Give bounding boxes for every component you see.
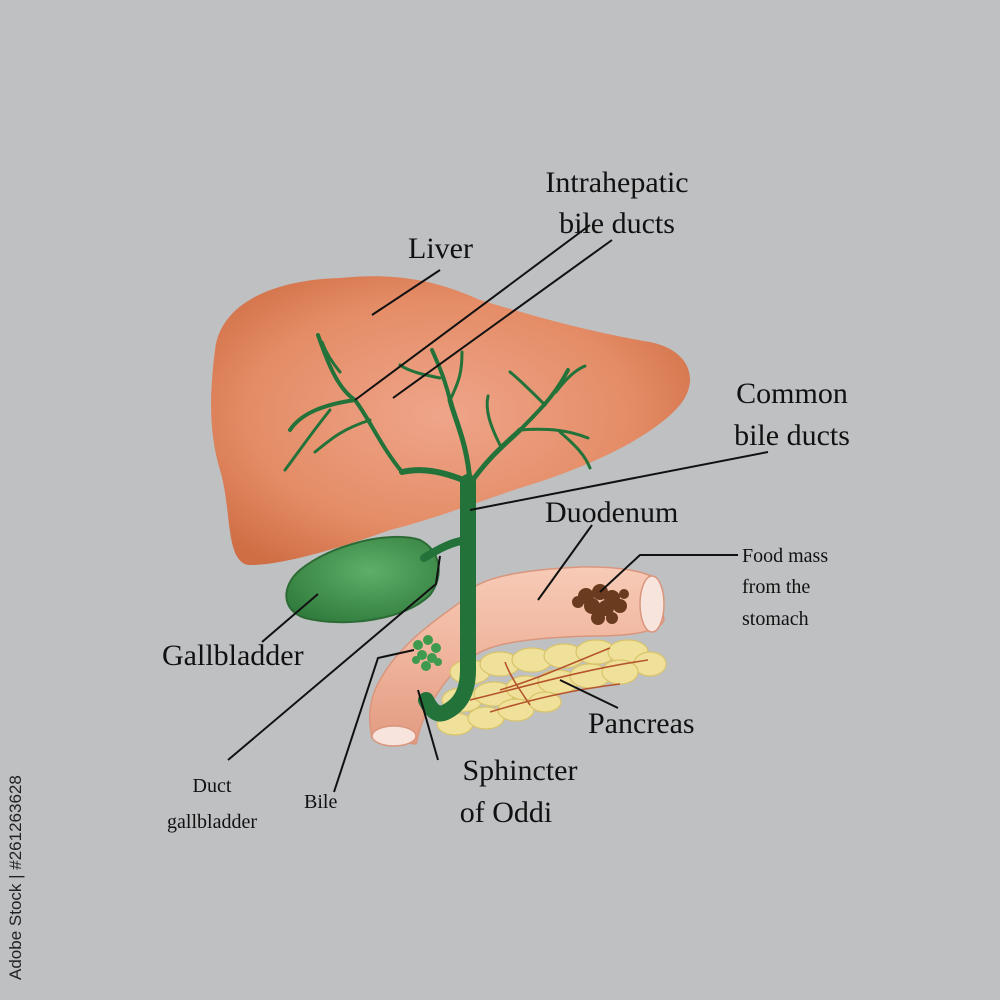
leader-duodenum — [537, 524, 593, 601]
stock-id-text: Adobe Stock | #261263628 — [6, 775, 25, 980]
label-bile: Bile — [304, 791, 337, 813]
label-duct-2: gallbladder — [167, 811, 257, 833]
label-food-2: from the — [742, 576, 810, 598]
liver-shape — [211, 276, 690, 566]
label-intrahepatic-1: Intrahepatic — [545, 166, 688, 199]
label-pancreas: Pancreas — [588, 707, 695, 740]
leader-pancreas — [559, 679, 619, 709]
label-food-1: Food mass — [742, 545, 828, 567]
duodenum-end-upper — [639, 575, 665, 633]
label-liver: Liver — [408, 232, 473, 265]
label-sphincter-1: Sphincter — [463, 754, 578, 787]
label-duodenum: Duodenum — [545, 496, 678, 529]
food-mass — [572, 584, 629, 625]
leader-lines — [227, 224, 769, 793]
leader-gallbladder — [261, 593, 319, 643]
label-food-3: stomach — [742, 608, 809, 630]
label-common-1: Common — [736, 377, 848, 410]
bile-duct-tree — [283, 333, 592, 722]
label-gallbladder: Gallbladder — [162, 639, 304, 672]
labels: Liver Intrahepatic bile ducts Common bil… — [162, 166, 850, 833]
leader-food — [599, 554, 738, 593]
label-sphincter-2: of Oddi — [460, 796, 553, 829]
leader-duct — [227, 555, 441, 761]
bile-droplets — [412, 635, 442, 671]
leader-bile — [333, 649, 415, 793]
label-intrahepatic-2: bile ducts — [559, 207, 675, 240]
duodenum-end-lower — [371, 725, 417, 747]
label-common-2: bile ducts — [734, 419, 850, 452]
leader-sphincter — [417, 689, 439, 761]
leader-intrahepatic-1 — [354, 224, 591, 401]
pancreatic-vessels — [469, 647, 649, 713]
leader-liver — [371, 269, 441, 316]
label-duct-1: Duct — [193, 775, 232, 797]
leader-common — [469, 451, 769, 511]
leader-intrahepatic-2 — [392, 239, 613, 399]
gallbladder-shape — [285, 535, 440, 624]
